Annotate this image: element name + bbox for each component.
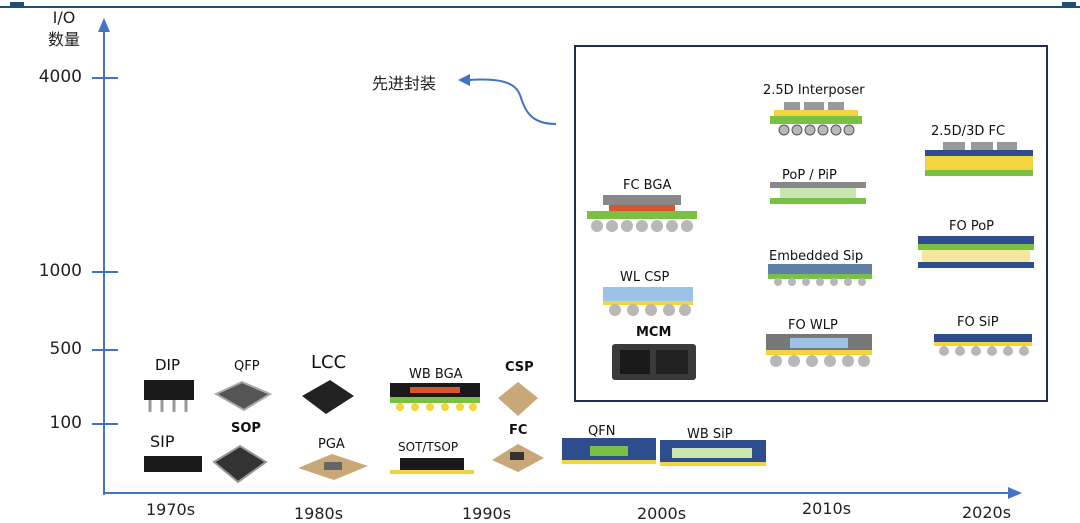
package-image-lcc (302, 380, 354, 414)
package-label-pop-pip: PoP / PiP (782, 168, 837, 183)
package-label-qfp: QFP (234, 359, 260, 374)
package-label-csp: CSP (505, 360, 534, 375)
y-axis-label-line2: 数量 (47, 30, 80, 49)
package-label-lcc: LCC (311, 352, 347, 373)
package-label-2.5d-3d-fc: 2.5D/3D FC (931, 124, 1006, 139)
advanced-packaging-title: 先进封装 (372, 74, 437, 93)
package-image-pga (298, 454, 368, 480)
package-label-sip: SIP (150, 432, 175, 451)
x-tick-label: 2020s (962, 503, 1012, 522)
package-image-dip (144, 380, 194, 412)
x-tick-label: 1990s (462, 504, 512, 523)
package-label-qfn: QFN (588, 424, 616, 439)
x-axis-arrow (1008, 487, 1022, 499)
package-label-wb-sip: WB SiP (687, 427, 733, 442)
package-label-fc: FC (509, 423, 528, 438)
pointer-arrowhead (458, 74, 470, 86)
package-image-fo-wlp (766, 334, 872, 367)
y-axis-arrow (98, 18, 110, 32)
package-image-sot-tsop (390, 458, 474, 474)
package-image-mcm (612, 344, 696, 380)
package-label-fo-wlp: FO WLP (788, 318, 838, 333)
package-image-wb-sip (660, 440, 766, 466)
x-tick-label: 1980s (294, 504, 344, 523)
package-label-fc-bga: FC BGA (623, 178, 672, 193)
header-rule (0, 6, 1080, 8)
package-label-2.5d-interposer: 2.5D Interposer (763, 83, 865, 98)
y-axis-label-line1: I/O (52, 8, 76, 27)
package-label-mcm: MCM (636, 325, 672, 340)
y-tick-label: 500 (49, 339, 82, 359)
package-label-fo-pop: FO PoP (949, 219, 995, 234)
pointer-curve (467, 78, 557, 125)
x-tick-label: 1970s (146, 500, 196, 519)
package-image-qfn (562, 438, 656, 464)
y-axis-label: I/O 数量 (44, 8, 84, 49)
package-label-sop: SOP (231, 421, 261, 436)
package-label-wb-bga: WB BGA (409, 367, 463, 382)
package-image-wl-csp (603, 287, 693, 316)
package-label-dip: DIP (155, 356, 181, 374)
package-label-embedded-sip: Embedded Sip (769, 249, 864, 264)
y-tick-label: 4000 (38, 67, 82, 87)
package-image-csp (498, 382, 538, 416)
package-image-2.5d-interposer (770, 102, 862, 136)
package-image-sop (212, 444, 268, 484)
package-label-sot-tsop: SOT/TSOP (398, 440, 459, 454)
header-mark-right (1062, 2, 1076, 7)
x-tick-label: 2010s (802, 499, 852, 518)
package-image-embedded-sip (768, 264, 872, 286)
package-image-wb-bga (390, 383, 480, 411)
package-label-wl-csp: WL CSP (620, 270, 670, 285)
package-image-pop-pip (770, 182, 866, 204)
y-tick-label: 100 (49, 413, 82, 433)
package-image-sip (144, 456, 202, 472)
package-image-fc-bga (587, 195, 697, 232)
header-mark-left (10, 2, 24, 7)
package-label-fo-sip: FO SiP (957, 315, 999, 330)
package-image-2.5d-3d-fc (925, 142, 1033, 176)
y-tick-label: 1000 (38, 261, 82, 281)
x-tick-label: 2000s (637, 504, 687, 523)
package-image-fc (492, 444, 544, 472)
advanced-packaging-frame (574, 45, 1048, 402)
package-image-qfp (213, 380, 273, 412)
package-image-fo-pop (918, 236, 1034, 268)
package-label-pga: PGA (318, 437, 345, 452)
package-image-fo-sip (934, 334, 1032, 356)
